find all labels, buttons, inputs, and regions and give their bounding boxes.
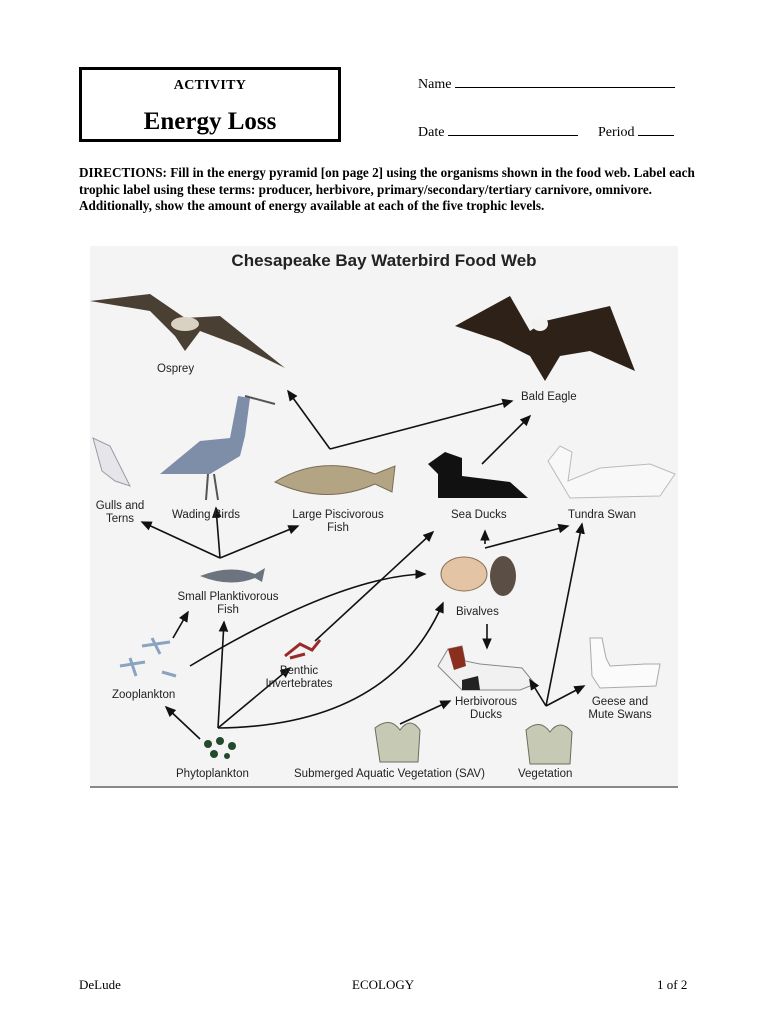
- name-line: [454, 75, 675, 88]
- label-vegetation: Vegetation: [518, 768, 573, 780]
- food-web-arrows: [140, 389, 586, 740]
- label-phytoplankton: Phytoplankton: [176, 768, 249, 780]
- vegetation-icon: [525, 724, 573, 765]
- zooplankton-icon: [119, 637, 177, 678]
- osprey-icon: [90, 294, 285, 368]
- label-geese: Geese and Mute Swans: [588, 696, 652, 721]
- label-bald-eagle: Bald Eagle: [521, 391, 577, 403]
- date-field[interactable]: Date: [418, 123, 578, 141]
- tundra-swan-icon: [547, 445, 676, 499]
- label-herbivorous-ducks: Herbivorous Ducks: [455, 696, 517, 721]
- phytoplankton-icon: [204, 737, 236, 759]
- period-label: Period: [598, 125, 635, 140]
- date-line: [447, 123, 578, 136]
- food-web-figure: Chesapeake Bay Waterbird Food Web: [90, 246, 678, 788]
- label-bivalves: Bivalves: [456, 606, 499, 618]
- bivalve-icon: [440, 556, 516, 596]
- sea-duck-icon: [428, 452, 528, 498]
- herbivorous-duck-icon: [437, 645, 536, 691]
- label-sea-ducks: Sea Ducks: [451, 509, 507, 521]
- label-large-fish: Large Piscivorous Fish: [292, 509, 384, 534]
- label-sav: Submerged Aquatic Vegetation (SAV): [294, 768, 485, 780]
- label-benthic: Benthic Invertebrates: [265, 665, 333, 690]
- date-label: Date: [418, 125, 445, 140]
- period-field[interactable]: Period: [598, 123, 675, 141]
- food-web-drawing: [90, 294, 676, 765]
- page-title: Energy Loss: [143, 108, 277, 135]
- food-web-title: Chesapeake Bay Waterbird Food Web: [231, 251, 537, 270]
- label-osprey: Osprey: [157, 363, 195, 375]
- goose-icon: [589, 637, 661, 689]
- small-fish-icon: [200, 568, 265, 583]
- footer-page-number: 1 of 2: [657, 977, 688, 992]
- heron-icon: [160, 395, 276, 501]
- footer-author: DeLude: [79, 977, 121, 992]
- label-zooplankton: Zooplankton: [112, 689, 176, 701]
- label-wading-birds: Wading Birds: [172, 509, 240, 521]
- name-label: Name: [418, 77, 452, 92]
- label-tundra-swan: Tundra Swan: [568, 509, 636, 521]
- title-box: ACTIVITY Energy Loss: [79, 67, 341, 142]
- gull-icon: [92, 437, 131, 487]
- benthic-invertebrate-icon: [284, 639, 322, 660]
- bald-eagle-icon: [455, 296, 635, 381]
- label-small-fish: Small Planktivorous Fish: [177, 591, 279, 616]
- directions: DIRECTIONS: Fill in the energy pyramid […: [79, 165, 695, 213]
- sav-icon: [374, 722, 421, 763]
- name-field[interactable]: Name: [418, 75, 675, 93]
- footer-subject: ECOLOGY: [352, 977, 415, 992]
- large-fish-icon: [273, 465, 396, 495]
- label-gulls-terns: Gulls and Terns: [95, 500, 145, 525]
- period-line: [638, 123, 675, 136]
- activity-label: ACTIVITY: [173, 78, 247, 93]
